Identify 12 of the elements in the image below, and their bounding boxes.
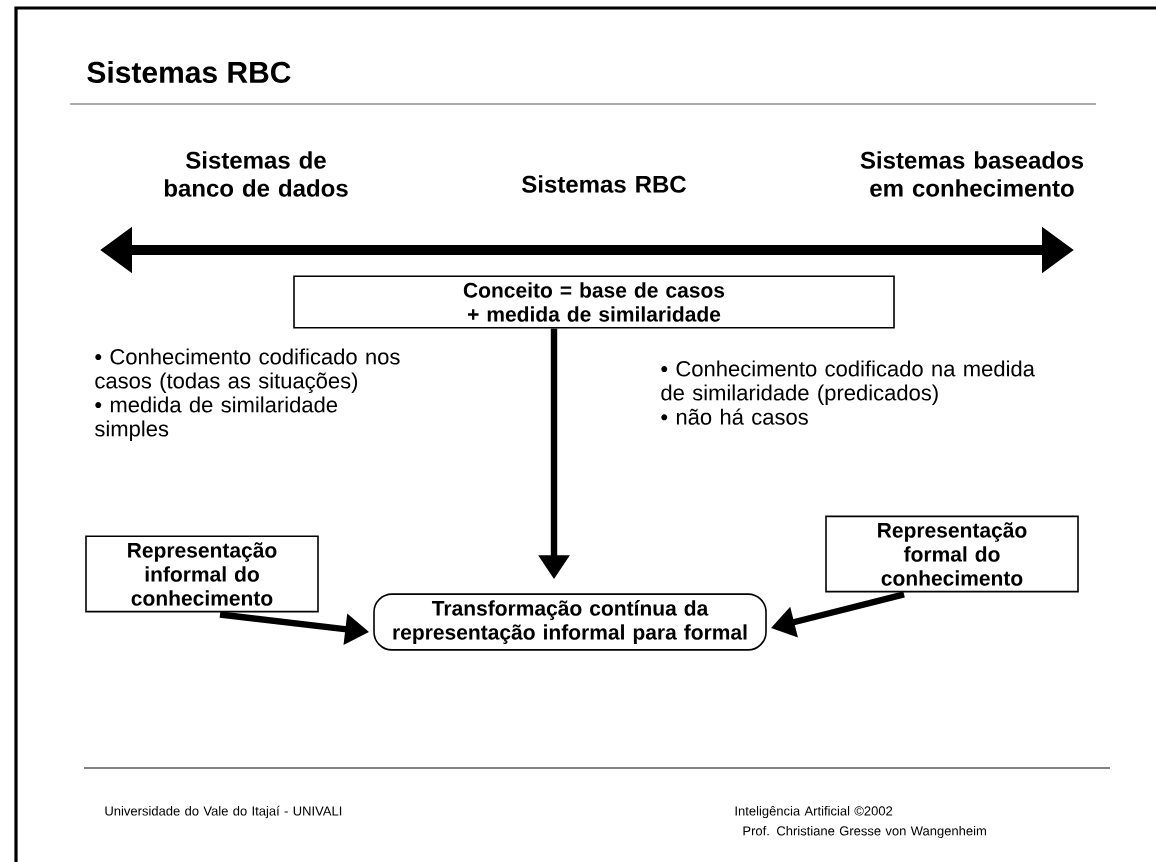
- slide-title: Sistemas RBC: [87, 61, 291, 83]
- category-label: Sistemas baseados em conhecimento: [860, 151, 1084, 197]
- bullet-text: • medida de similaridade simples: [95, 396, 338, 441]
- category-label: Sistemas RBC: [522, 175, 687, 193]
- concept-box: Conceito = base de casos + medida de similaridade: [293, 275, 895, 329]
- bullet-text: • Conhecimento codificado nos casos (todas as situações): [95, 348, 400, 393]
- rounded-box: Transformação contínua da representação informal para formal: [373, 593, 767, 651]
- bullet-text: • Conhecimento codificado na medida de similaridade (predicados): [661, 360, 1035, 405]
- text-box: Representação formal do conhecimento: [825, 515, 1079, 593]
- bullet-text: • não há casos: [661, 408, 808, 425]
- text-box: Representação informal do conhecimento: [85, 535, 319, 613]
- category-label: Sistemas de banco de dados: [164, 151, 348, 197]
